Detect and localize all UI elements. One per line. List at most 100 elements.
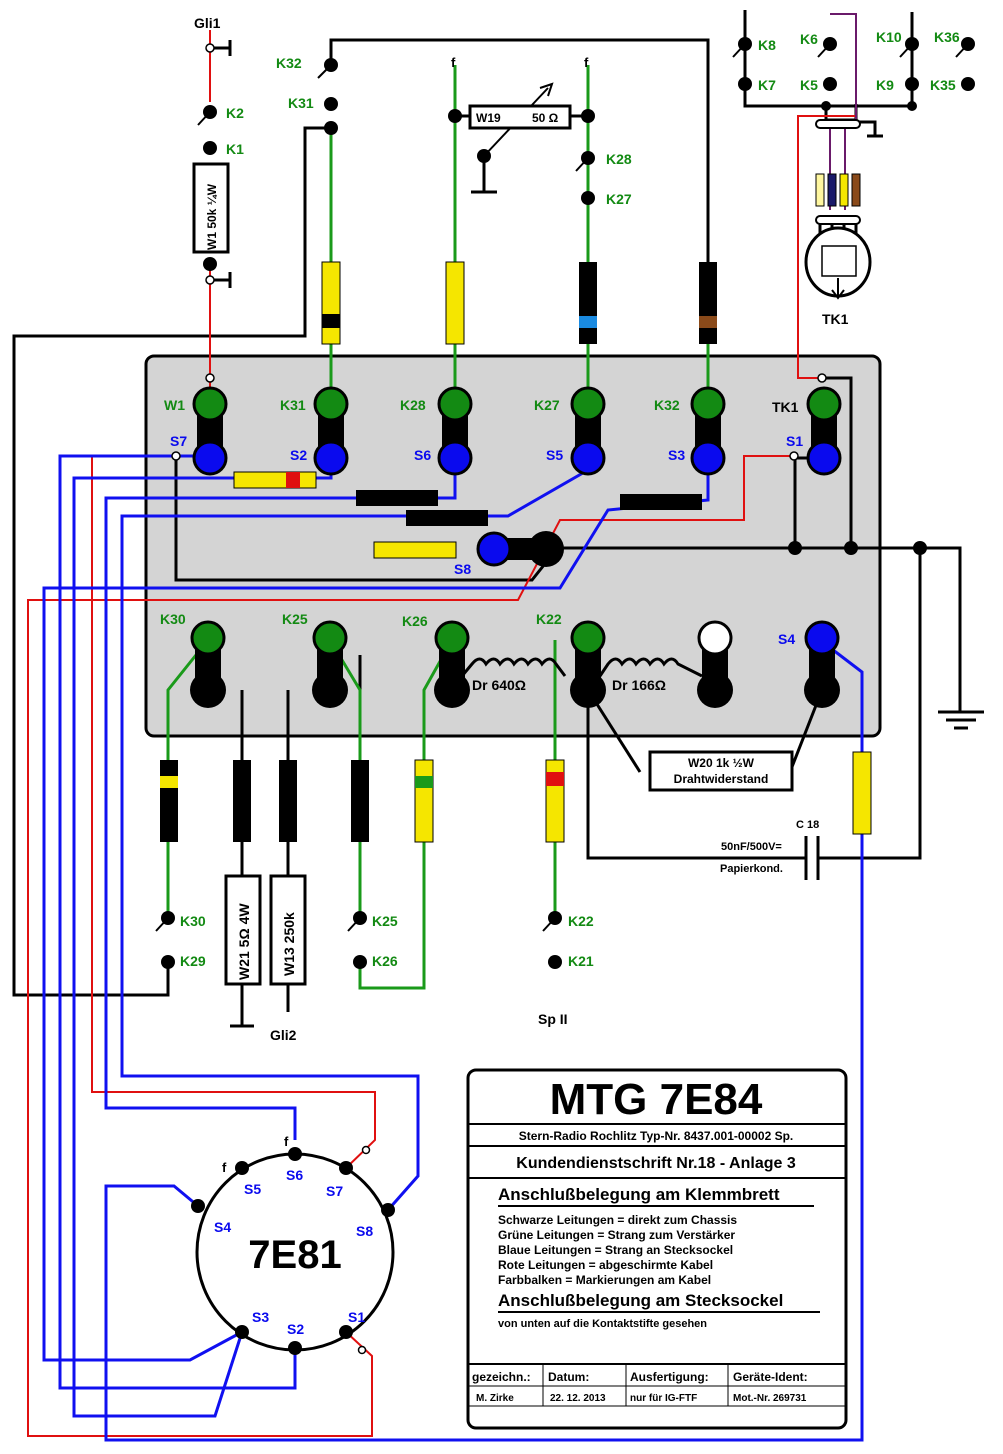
legend-markers: Farbbalken = Markierungen am Kabel xyxy=(498,1273,711,1287)
board-label-k22: K22 xyxy=(536,611,562,627)
heading-stecksockel: Anschlußbelegung am Stecksockel xyxy=(498,1291,783,1310)
board-label-s1: S1 xyxy=(786,433,803,449)
k21-label: K21 xyxy=(568,953,594,969)
board-label-tk1: TK1 xyxy=(772,399,799,415)
board-labels: W1 K31 K28 K27 K32 TK1 S7 S2 S6 S5 S3 S1… xyxy=(160,397,803,647)
subnote: von unten auf die Kontaktstifte gesehen xyxy=(498,1318,707,1330)
model-title: MTG 7E84 xyxy=(550,1075,763,1124)
gli1-label: Gli1 xyxy=(194,15,221,31)
socket-pin-s2: S2 xyxy=(287,1321,304,1337)
socket-pin-s5: S5 xyxy=(244,1181,261,1197)
f-label-2: f xyxy=(584,55,589,70)
w13-label: W13 250k xyxy=(281,912,297,976)
c18-value: 50nF/500V= xyxy=(721,841,782,853)
board-label-s4: S4 xyxy=(778,631,795,647)
table-value-author: M. Zirke xyxy=(476,1393,514,1404)
board-label-s8: S8 xyxy=(454,561,471,577)
table-header-drawn: gezeichn.: xyxy=(472,1370,531,1384)
board-label-k30: K30 xyxy=(160,611,186,627)
k26-label: K26 xyxy=(372,953,398,969)
table-value-edition: nur für IG-FTF xyxy=(630,1393,697,1404)
resistor-w1: W1 50k ¼W xyxy=(192,162,230,254)
k32-label: K32 xyxy=(276,55,302,71)
board-label-k26: K26 xyxy=(402,613,428,629)
k2-label: K2 xyxy=(226,105,244,121)
board-terminals xyxy=(190,386,842,708)
board-label-k31: K31 xyxy=(280,397,306,413)
socket-pin-s3: S3 xyxy=(252,1309,269,1325)
k5-label: K5 xyxy=(800,77,818,93)
legend-blue: Blaue Leitungen = Strang an Stecksockel xyxy=(498,1243,733,1257)
k6-label: K6 xyxy=(800,31,818,47)
board-label-s3: S3 xyxy=(668,447,685,463)
board-label-s2: S2 xyxy=(290,447,307,463)
socket-title: 7E81 xyxy=(248,1233,341,1277)
board-label-k25: K25 xyxy=(282,611,308,627)
k28-label: K28 xyxy=(606,151,632,167)
board-label-k27: K27 xyxy=(534,397,560,413)
doc-line: Kundendienstschrift Nr.18 - Anlage 3 xyxy=(516,1155,796,1172)
k35-label: K35 xyxy=(930,77,956,93)
table-value-ident: Mot.-Nr. 269731 xyxy=(733,1393,807,1404)
capacitor-c18: C 18 50nF/500V= Papierkond. xyxy=(720,819,819,875)
socket-f-label-2: f xyxy=(284,1134,289,1149)
board-label-w1: W1 xyxy=(164,397,185,413)
w21-label: W21 5Ω 4W xyxy=(236,903,252,980)
k36-label: K36 xyxy=(934,29,960,45)
socket-f-label-1: f xyxy=(222,1160,227,1175)
w19-value: 50 Ω xyxy=(532,111,559,125)
junction-dots xyxy=(161,37,975,969)
resistor-w21: W21 5Ω 4W xyxy=(224,874,262,986)
terminal-labels: Gli1 Gli2 Sp II f f TK1 K2 K1 K32 K31 K2… xyxy=(180,15,960,1043)
legend-black: Schwarze Leitungen = direkt zum Chassis xyxy=(498,1213,737,1227)
board-label-s6: S6 xyxy=(414,447,431,463)
k27-label: K27 xyxy=(606,191,632,207)
socket-pin-s4: S4 xyxy=(214,1219,231,1235)
table-value-date: 22. 12. 2013 xyxy=(550,1393,606,1404)
maker-line: Stern-Radio Rochlitz Typ-Nr. 8437.001-00… xyxy=(519,1129,794,1143)
dr640-label: Dr 640Ω xyxy=(472,677,526,693)
k8-label: K8 xyxy=(758,37,776,53)
title-block: MTG 7E84 Stern-Radio Rochlitz Typ-Nr. 84… xyxy=(466,1068,848,1430)
resistor-w20: W20 1k ½W Drahtwiderstand xyxy=(648,750,794,792)
socket-pin-s6: S6 xyxy=(286,1167,303,1183)
table-header-date: Datum: xyxy=(548,1370,589,1384)
dr166-label: Dr 166Ω xyxy=(612,677,666,693)
sp2-label: Sp II xyxy=(538,1011,568,1027)
board-label-s7: S7 xyxy=(170,433,187,449)
k30-label: K30 xyxy=(180,913,206,929)
k29-label: K29 xyxy=(180,953,206,969)
socket-7e81: 7E81 S1 S2 S3 S4 S5 S6 S7 S8 f f xyxy=(191,1134,395,1355)
f-label-1: f xyxy=(451,55,456,70)
table-header-edition: Ausfertigung: xyxy=(630,1370,709,1384)
k25-label: K25 xyxy=(372,913,398,929)
board-label-k28: K28 xyxy=(400,397,426,413)
choke-coils xyxy=(460,657,703,678)
legend-green: Grüne Leitungen = Strang zum Verstärker xyxy=(498,1228,735,1242)
c18-label: C 18 xyxy=(796,819,819,831)
legend-red: Rote Leitungen = abgeschirmte Kabel xyxy=(498,1258,713,1272)
table-header-ident: Geräte-Ident: xyxy=(733,1370,808,1384)
c18-type: Papierkond. xyxy=(720,863,783,875)
k10-label: K10 xyxy=(876,29,902,45)
k9-label: K9 xyxy=(876,77,894,93)
k31-label: K31 xyxy=(288,95,314,111)
w19-label: W19 xyxy=(476,111,501,125)
w20-desc: Drahtwiderstand xyxy=(674,772,769,786)
board-label-k32: K32 xyxy=(654,397,680,413)
board-label-s5: S5 xyxy=(546,447,563,463)
k7-label: K7 xyxy=(758,77,776,93)
gli2-label: Gli2 xyxy=(270,1027,297,1043)
w1-label: W1 50k ¼W xyxy=(205,183,219,250)
open-terminals xyxy=(171,43,827,461)
socket-pin-s8: S8 xyxy=(356,1223,373,1239)
cable-markers xyxy=(160,173,872,843)
k22-label: K22 xyxy=(568,913,594,929)
tk1-tube xyxy=(804,119,872,300)
blue-wires xyxy=(42,454,864,1442)
k1-label: K1 xyxy=(226,141,244,157)
resistor-w13: W13 250k xyxy=(269,874,307,986)
heading-klemmbrett: Anschlußbelegung am Klemmbrett xyxy=(498,1185,780,1204)
tk1-tube-label: TK1 xyxy=(822,311,849,327)
socket-pin-s1: S1 xyxy=(348,1309,365,1325)
